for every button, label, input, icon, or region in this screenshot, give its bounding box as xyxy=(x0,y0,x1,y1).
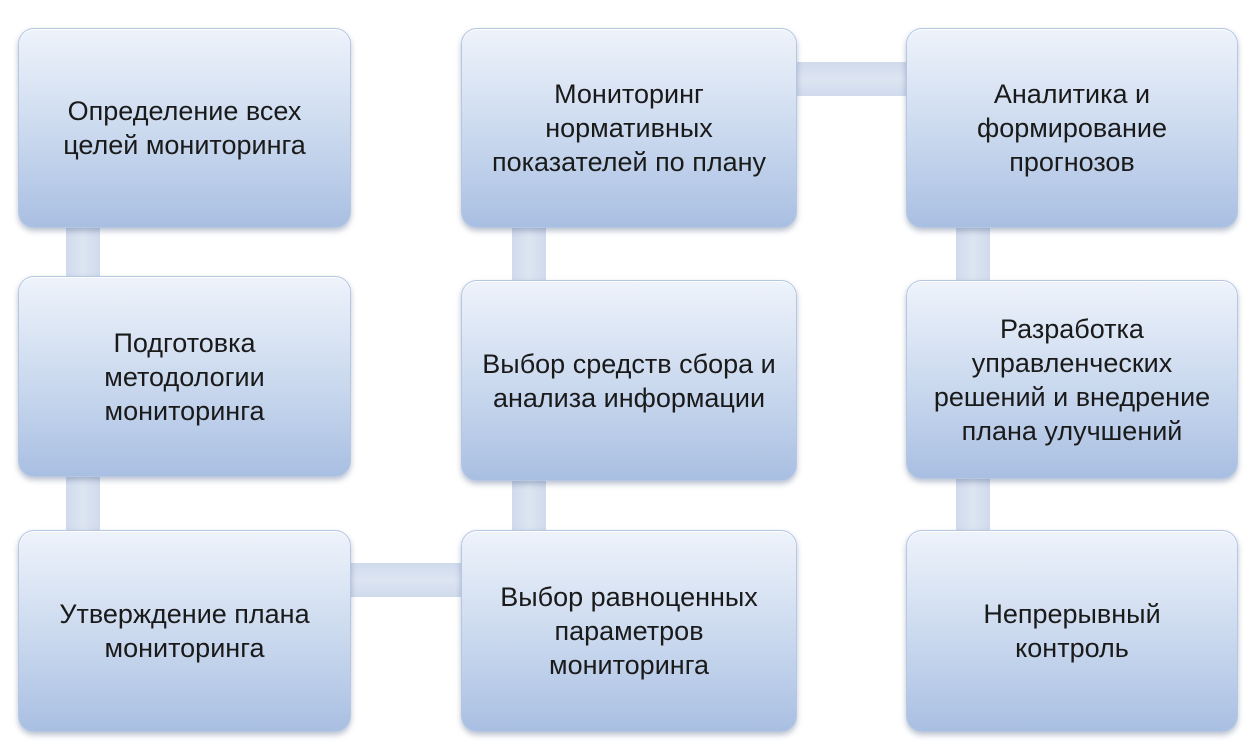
step-normative-label: Мониторинг нормативных показателей по пл… xyxy=(491,79,767,177)
step-tools-label: Выбор средств сбора и анализа информации xyxy=(482,348,776,413)
connector-methodology-approve xyxy=(66,476,100,532)
connector-tools-normative xyxy=(512,228,546,282)
connector-goals-methodology xyxy=(66,228,100,278)
step-methodology-box: Подготовка методологии мониторинга xyxy=(18,276,351,477)
connector-equivalent-tools xyxy=(512,480,546,532)
step-analytics-label: Аналитика и формирование прогнозов xyxy=(977,79,1167,177)
step-equivalent-params-label: Выбор равноценных параметров мониторинга xyxy=(500,582,758,680)
step-goals-box: Определение всех целей мониторинга xyxy=(18,28,351,228)
step-methodology-label: Подготовка методологии мониторинга xyxy=(104,327,265,426)
connector-approve-equivalent xyxy=(350,563,463,597)
step-decisions-box: Разработка управленческих решений и внед… xyxy=(906,280,1238,479)
connector-normative-analytics xyxy=(795,62,908,96)
step-control-label: Непрерывный контроль xyxy=(983,599,1161,663)
step-goals-label: Определение всех целей мониторинга xyxy=(63,96,306,160)
connector-analytics-decisions xyxy=(956,228,990,282)
step-normative-box: Мониторинг нормативных показателей по пл… xyxy=(461,28,797,228)
step-decisions-label: Разработка управленческих решений и внед… xyxy=(933,313,1211,446)
step-approve-plan-box: Утверждение плана мониторинга xyxy=(18,530,351,732)
step-approve-plan-label: Утверждение плана мониторинга xyxy=(59,599,310,663)
step-control-box: Непрерывный контроль xyxy=(906,530,1238,732)
connector-decisions-control xyxy=(956,478,990,532)
step-analytics-box: Аналитика и формирование прогнозов xyxy=(906,28,1238,228)
step-tools-box: Выбор средств сбора и анализа информации xyxy=(461,280,797,481)
step-equivalent-params-box: Выбор равноценных параметров мониторинга xyxy=(461,530,797,732)
